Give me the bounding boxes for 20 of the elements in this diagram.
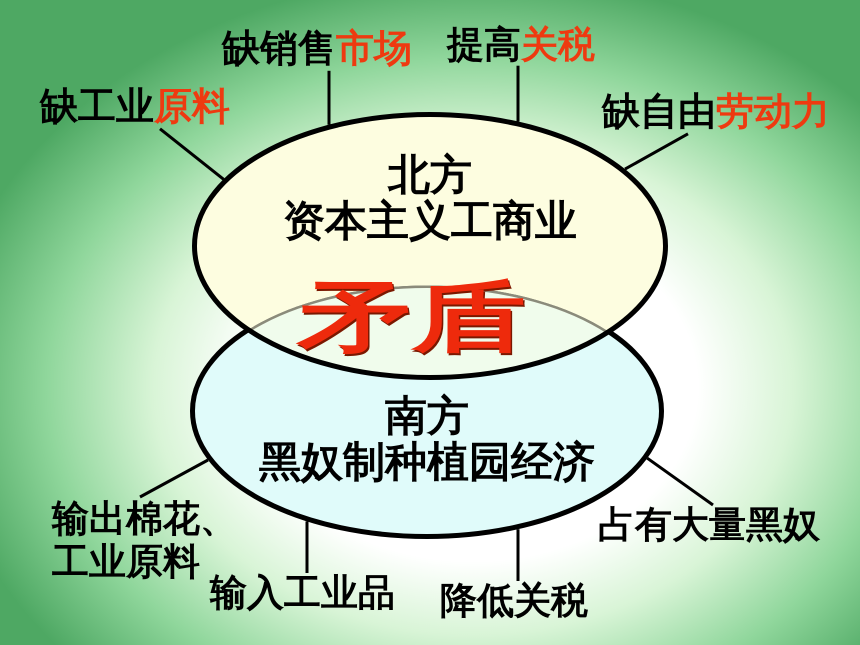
callout-text: 缺自由劳动力: [602, 92, 830, 134]
region-description: 资本主义工商业: [283, 198, 577, 244]
leader-line: [159, 128, 225, 180]
callout-text: 输入工业品: [210, 573, 395, 614]
callout-text: 缺销售市场: [222, 29, 412, 71]
callout-text: 提高关税: [447, 25, 595, 66]
overlap-label: 矛盾: [298, 280, 526, 356]
leader-line: [306, 521, 308, 573]
region-heading: 南方: [385, 393, 469, 440]
leader-line: [516, 529, 520, 581]
callout-text: 降低关税: [440, 581, 588, 622]
leader-line: [516, 66, 520, 122]
leader-line: [624, 132, 689, 170]
region-heading: 北方: [388, 152, 472, 198]
callout-text: 占有大量黑奴: [598, 505, 820, 546]
leader-line: [646, 456, 714, 506]
leader-line: [139, 458, 209, 498]
callout-text: 缺工业原料: [40, 87, 230, 129]
leader-line: [328, 70, 330, 125]
region-description: 黑奴制种植园经济: [259, 439, 595, 486]
